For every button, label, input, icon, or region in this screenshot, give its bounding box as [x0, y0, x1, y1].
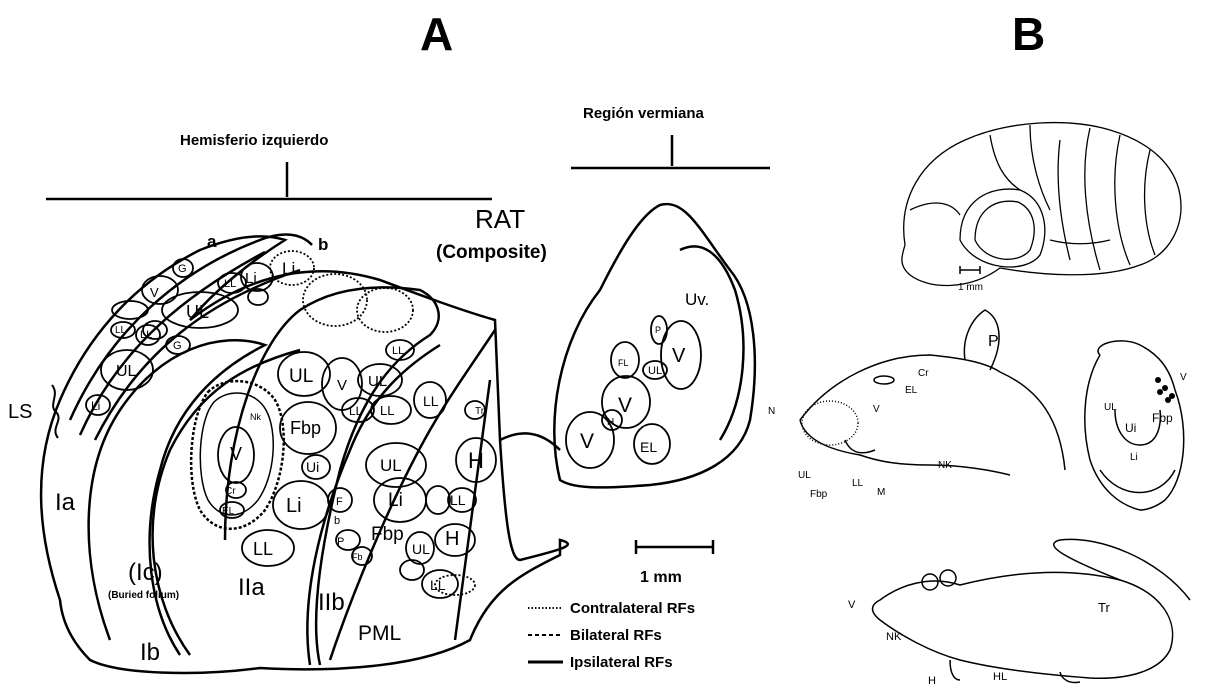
rf-tr-1: Tr — [475, 406, 485, 417]
rf-v-1: V — [150, 285, 159, 300]
head-m: M — [877, 487, 885, 498]
brain-sketch — [902, 123, 1181, 286]
scale-label-a: 1 mm — [640, 569, 682, 586]
rf-ul-7: UL — [648, 365, 662, 377]
rf-v-5: V — [618, 394, 632, 417]
rf-cr-1: Cr — [225, 486, 236, 497]
rf-uv: Uv. — [685, 290, 709, 309]
label-ia: Ia — [55, 489, 76, 516]
rf-fl-1: FL — [618, 358, 629, 368]
rf-p-1: P — [337, 536, 344, 548]
rf-ll-2: LL — [115, 325, 127, 336]
rf-ul-2: UL — [116, 363, 137, 380]
rf-li-1: Li — [245, 270, 257, 287]
rat-body-labels: Tr V NK H HL — [848, 599, 1110, 686]
head-nk: NK — [938, 460, 952, 471]
rf-v-6: V — [580, 430, 594, 453]
rf-p-2: P — [655, 325, 661, 335]
header-hemisphere: Hemisferio izquierdo — [180, 132, 328, 149]
label-ic-note: (Buried folium) — [108, 590, 179, 601]
rf-v-2: V — [337, 377, 347, 394]
label-ls: LS — [8, 401, 32, 423]
face-fbp: Fbp — [1152, 411, 1173, 425]
rf-ll-5: LL — [349, 404, 363, 418]
head-el: EL — [905, 385, 918, 396]
face-li: Li — [1130, 452, 1138, 463]
label-pml: PML — [358, 622, 401, 645]
rf-b-1: b — [334, 515, 340, 527]
rf-ll-4: LL — [392, 345, 404, 357]
label-ic: (Ic) — [128, 559, 163, 586]
head-fbp: Fbp — [810, 489, 828, 500]
rf-li-2: Li — [282, 259, 295, 278]
rf-ul-3: UL — [289, 366, 313, 387]
scale-bar-a: 1 mm — [636, 540, 713, 586]
legend: Contralateral RFs Bilateral RFs Ipsilate… — [528, 600, 695, 671]
header-vermis: Región vermiana — [583, 105, 705, 122]
body-nk: NK — [886, 631, 902, 643]
rf-ll-9: LL — [450, 492, 466, 508]
rf-ul-1: UL — [186, 302, 209, 322]
panel-b-letter: B — [1012, 8, 1045, 60]
vermis-labels: Uv. V V V EL P UL FL H — [580, 290, 709, 455]
head-cr: Cr — [918, 368, 929, 379]
rf-fb-1: Fb — [352, 552, 363, 562]
head-ll: LL — [852, 478, 864, 489]
body-v: V — [848, 599, 856, 611]
rf-h-1: H — [468, 448, 484, 473]
rf-ll-10: LL — [430, 577, 446, 593]
brain-scale-label: 1 mm — [958, 282, 983, 293]
rf-h-2: H — [445, 528, 459, 550]
rf-fbp-1: Fbp — [290, 418, 321, 438]
rf-ui-1: Ui — [306, 459, 319, 475]
rf-li-5: Li — [388, 490, 403, 511]
rf-f-1: F — [336, 496, 343, 508]
rf-g-2: G — [173, 340, 182, 352]
legend-ipsilateral: Ipsilateral RFs — [570, 654, 673, 671]
rf-ll-3: LL — [140, 329, 152, 341]
ls-brace — [52, 385, 59, 438]
legend-bilateral: Bilateral RFs — [570, 627, 662, 644]
rf-h-3: H — [607, 417, 614, 428]
head-p: P — [988, 333, 999, 350]
rf-ul-5: UL — [380, 456, 402, 475]
label-b: b — [318, 235, 328, 254]
head-n: N — [768, 406, 775, 417]
head-ul: UL — [798, 470, 811, 481]
rf-ll-8: LL — [253, 539, 273, 559]
panel-a-letter: A — [420, 8, 453, 60]
face-ui: Ui — [1125, 421, 1136, 435]
head-v: V — [873, 404, 880, 415]
rf-nk-1: Nk — [250, 412, 261, 422]
legend-contralateral: Contralateral RFs — [570, 600, 695, 617]
species-note: (Composite) — [436, 242, 547, 263]
label-ib: Ib — [140, 639, 160, 666]
rf-el-1: EL — [222, 506, 235, 517]
rf-ll-1: LL — [224, 278, 236, 290]
rf-ll-7: LL — [423, 393, 439, 409]
label-a: a — [207, 232, 217, 251]
body-tr: Tr — [1098, 600, 1110, 615]
rf-el-2: EL — [640, 439, 657, 455]
rf-ll-6: LL — [380, 403, 394, 418]
body-hl: HL — [993, 671, 1007, 683]
rf-li-4: Li — [286, 495, 302, 517]
rf-v-4: V — [672, 345, 686, 367]
face-ul: UL — [1104, 402, 1117, 413]
rf-ul-6: UL — [412, 541, 430, 557]
rf-v-3: V — [230, 444, 242, 464]
rf-g-1: G — [178, 263, 187, 275]
label-iib: IIb — [318, 589, 345, 616]
label-iia: IIa — [238, 574, 265, 601]
rf-li-3: Li — [91, 399, 100, 413]
face-v: V — [1180, 372, 1187, 383]
species-label: RAT — [475, 204, 525, 234]
rat-head-sketch — [800, 310, 1065, 475]
body-h: H — [928, 675, 936, 686]
rf-ul-4: UL — [368, 373, 387, 390]
rat-body-sketch — [873, 539, 1191, 682]
rf-fbp-2: Fbp — [371, 524, 404, 545]
